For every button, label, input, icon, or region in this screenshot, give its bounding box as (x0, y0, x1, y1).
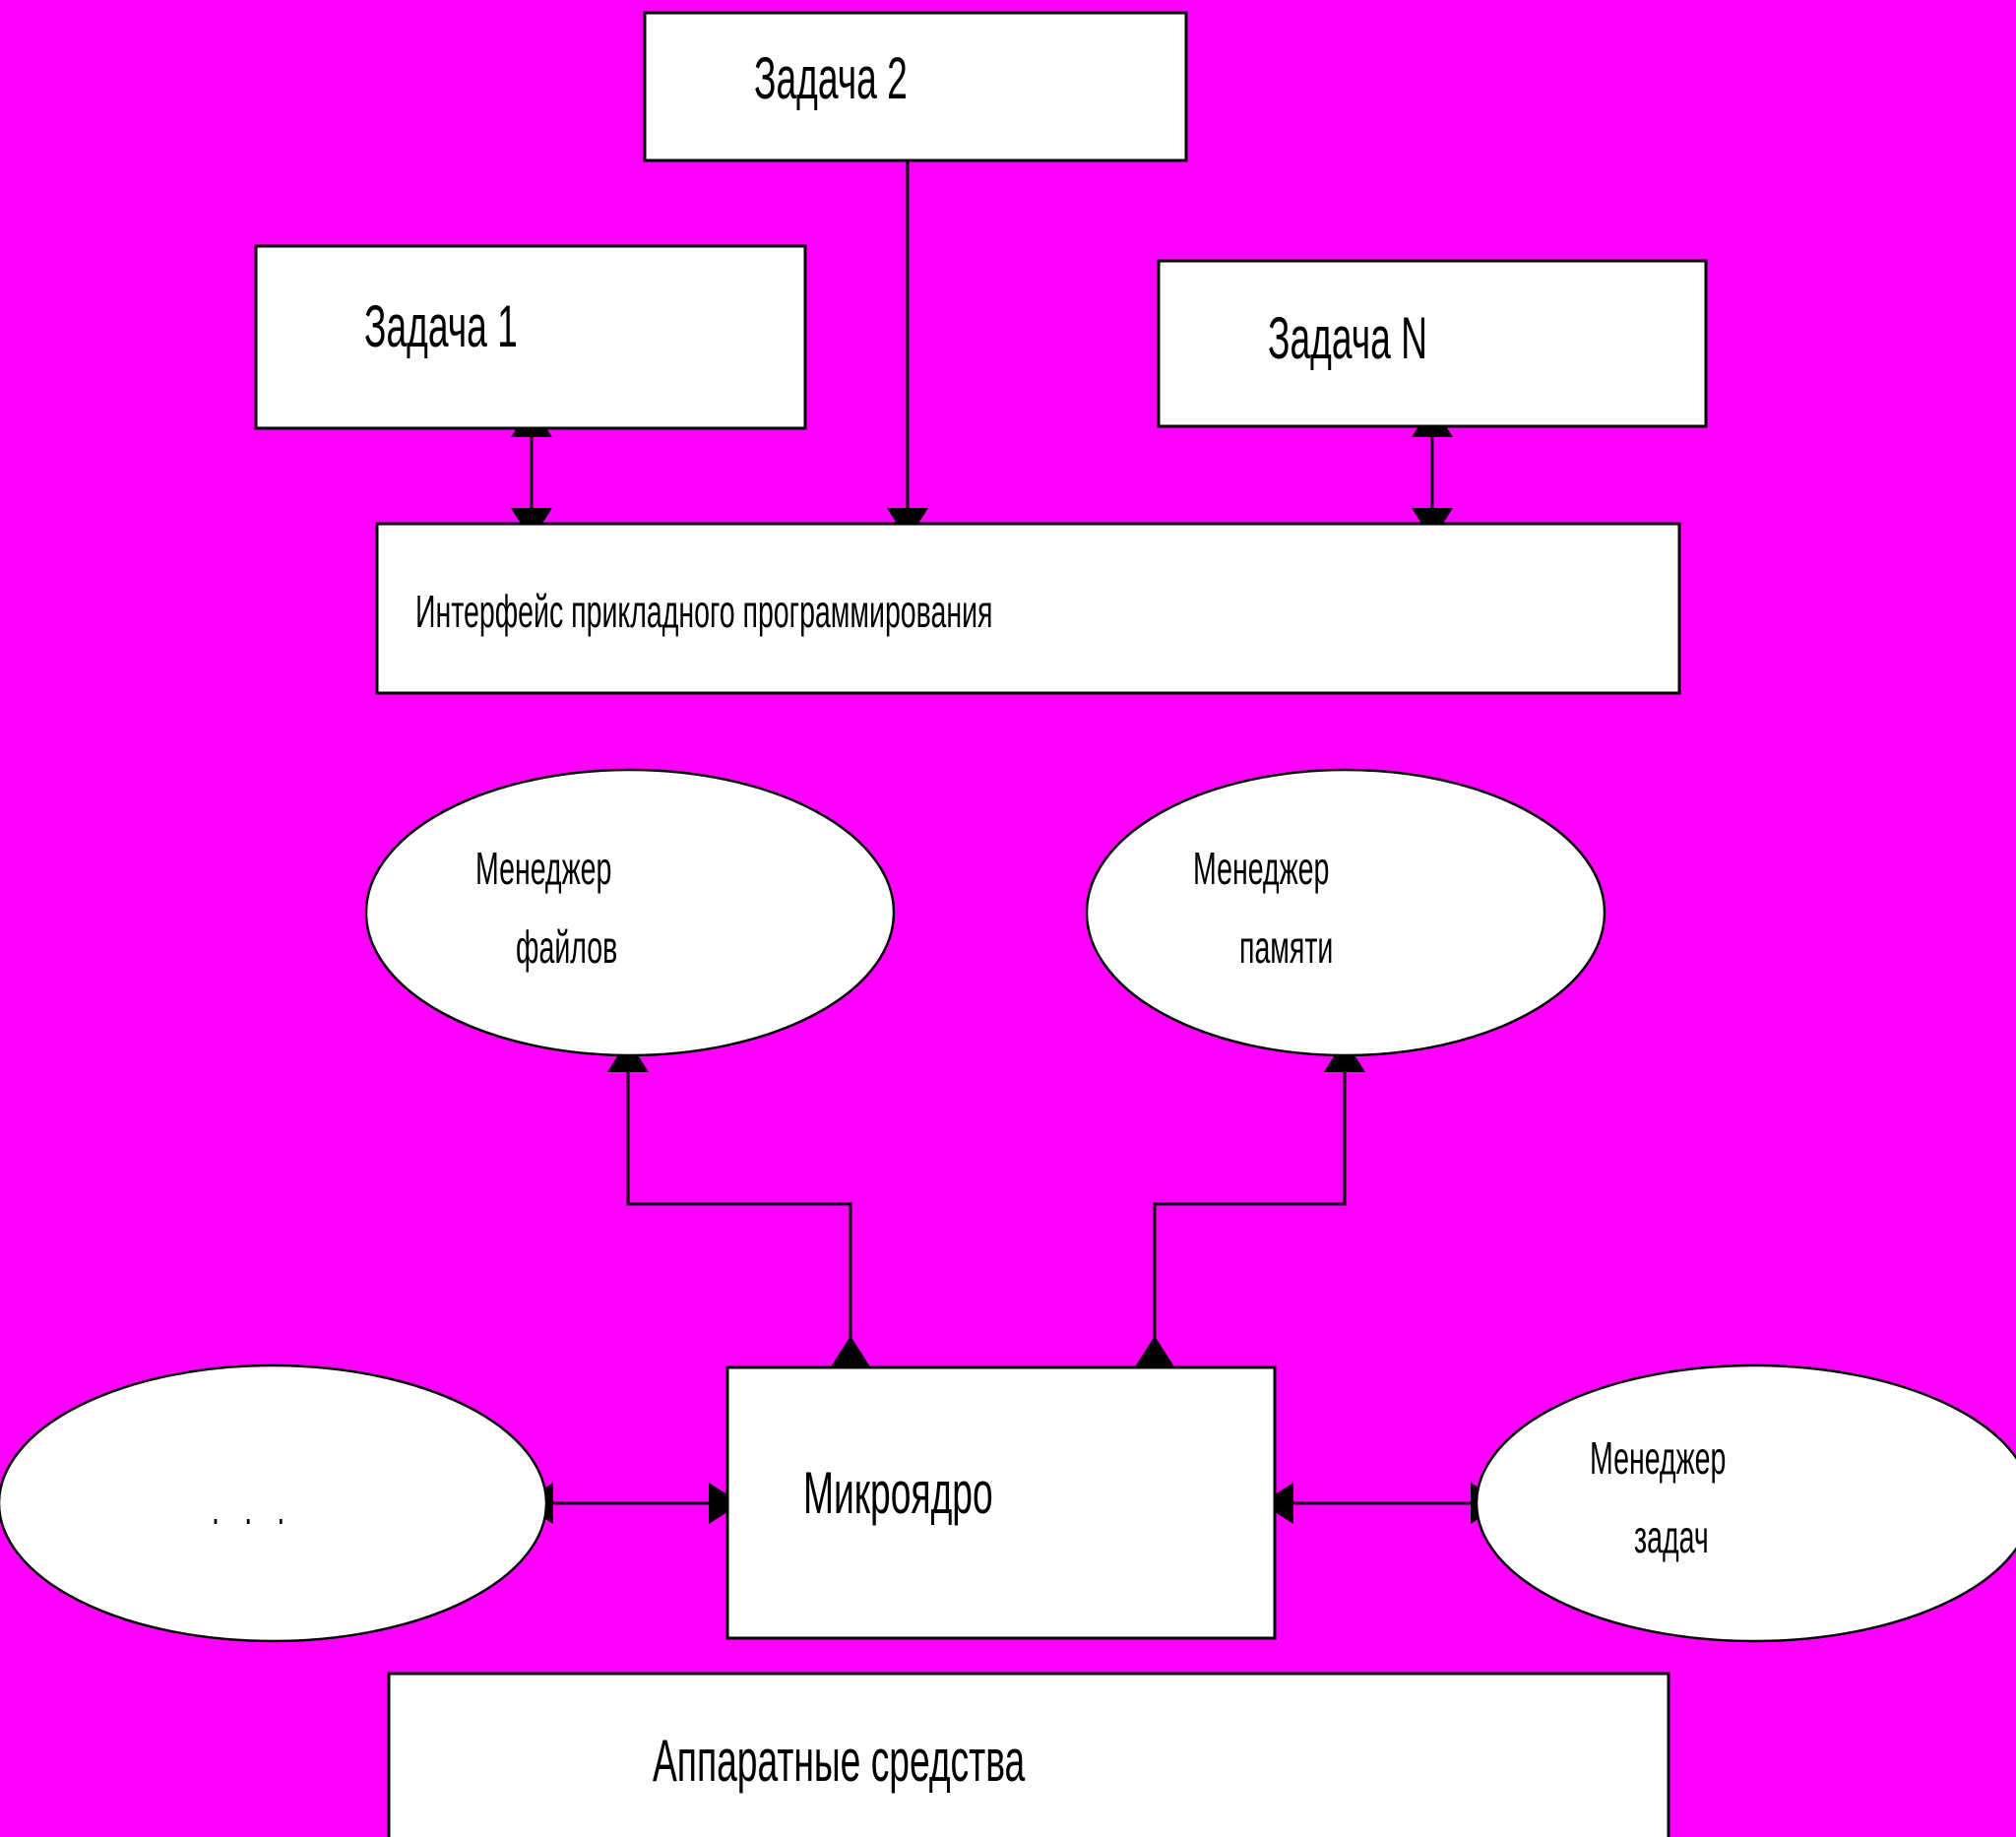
node-file-manager[interactable] (364, 768, 896, 1057)
node-hardware[interactable] (387, 1672, 1670, 1837)
node-microkernel[interactable] (725, 1365, 1277, 1640)
node-task2[interactable] (643, 11, 1188, 162)
connector-kernel-filemanager (607, 1040, 871, 1368)
node-taskn[interactable] (1157, 259, 1708, 428)
node-task-manager[interactable] (1475, 1363, 2016, 1643)
connector-kernel-memorymanager (1134, 1040, 1365, 1368)
node-api[interactable] (375, 522, 1681, 695)
node-memory-manager[interactable] (1085, 768, 1606, 1057)
node-task1[interactable] (254, 244, 807, 430)
node-other-managers[interactable] (0, 1363, 548, 1643)
